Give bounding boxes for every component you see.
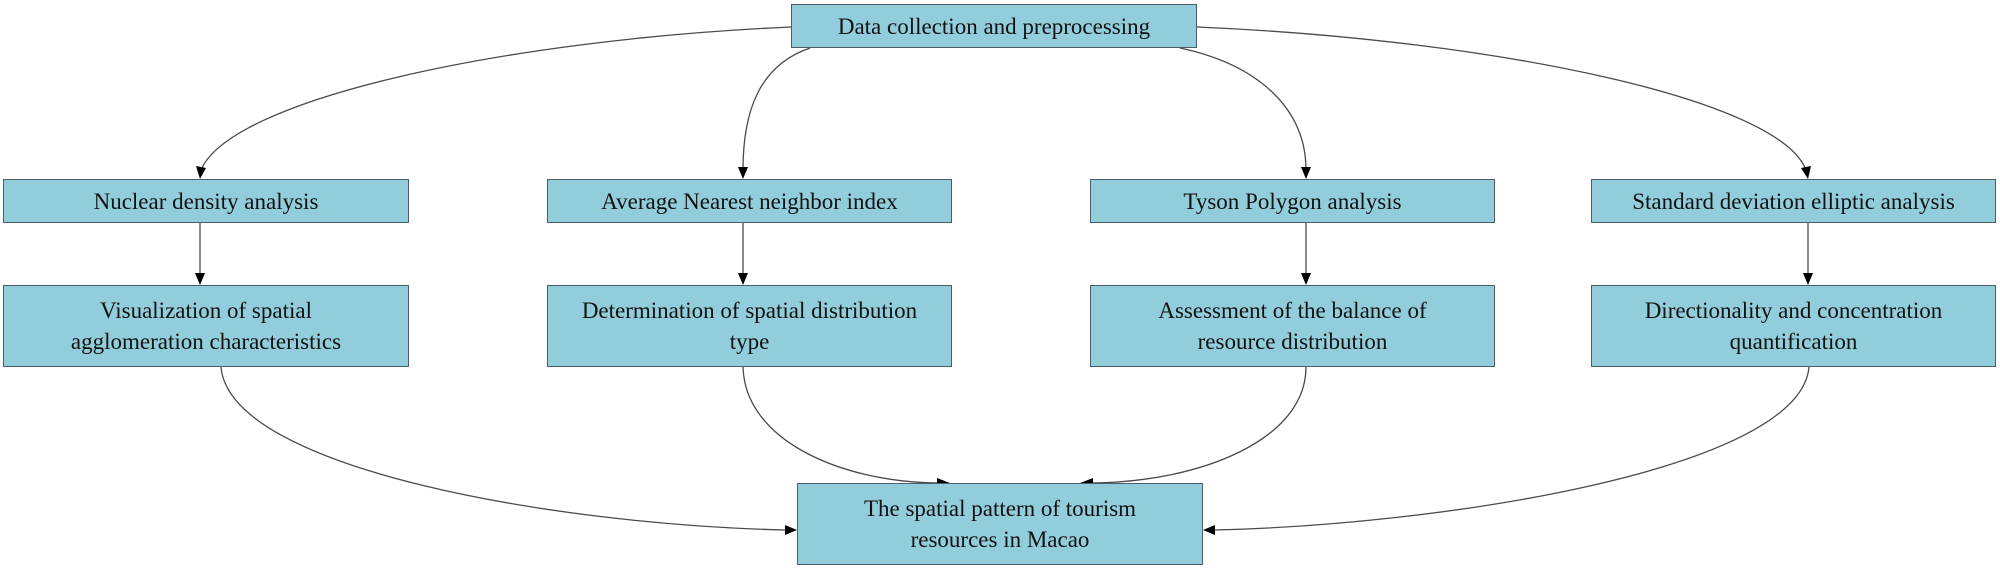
- node-std-ellipse: Standard deviation elliptic analysis: [1591, 179, 1996, 223]
- edge-data-collection-to-nuclear-density: [200, 26, 792, 171]
- node-label: Standard deviation elliptic analysis: [1632, 188, 1955, 214]
- node-label: The spatial pattern of tourism resources…: [863, 496, 1137, 552]
- node-distribution-type: Determination of spatial distribution ty…: [547, 285, 952, 367]
- edge-balance-to-spatial-pattern: [1091, 366, 1307, 484]
- node-directionality: Directionality and concentration quantif…: [1591, 285, 1996, 367]
- arrowhead-icon: [1803, 273, 1813, 285]
- edge-data-collection-to-std-ellipse: [1196, 26, 1807, 171]
- node-nuclear-density: Nuclear density analysis: [3, 179, 409, 223]
- node-visualization: Visualization of spatial agglomeration c…: [3, 285, 409, 367]
- arrowhead-icon: [196, 166, 206, 179]
- edge-data-collection-to-tyson-polygon: [1179, 47, 1307, 171]
- node-label: Data collection and preprocessing: [837, 13, 1151, 39]
- node-label: Determination of spatial distribution ty…: [581, 298, 918, 354]
- node-label: Visualization of spatial agglomeration c…: [70, 298, 342, 354]
- node-label: Nuclear density analysis: [93, 188, 319, 214]
- node-label: Directionality and concentration quantif…: [1644, 298, 1943, 354]
- node-balance: Assessment of the balance of resource di…: [1090, 285, 1495, 367]
- arrowhead-icon: [195, 273, 205, 285]
- arrowhead-icon: [1301, 167, 1311, 179]
- node-data-collection: Data collection and preprocessing: [791, 4, 1197, 48]
- node-label: Tyson Polygon analysis: [1183, 188, 1402, 214]
- node-label: Assessment of the balance of resource di…: [1158, 298, 1427, 354]
- arrowhead-icon: [1301, 273, 1311, 285]
- node-nearest-neighbor: Average Nearest neighbor index: [547, 179, 952, 223]
- arrowhead-icon: [1203, 525, 1215, 535]
- arrowhead-icon: [785, 525, 797, 535]
- arrowhead-icon: [738, 167, 748, 179]
- edge-visualization-to-spatial-pattern: [220, 366, 787, 531]
- node-tyson-polygon: Tyson Polygon analysis: [1090, 179, 1495, 223]
- arrowhead-icon: [1801, 166, 1811, 179]
- node-label: Average Nearest neighbor index: [601, 188, 898, 214]
- edge-distribution-type-to-spatial-pattern: [742, 366, 939, 484]
- edge-data-collection-to-nearest-neighbor: [742, 47, 811, 171]
- node-spatial-pattern: The spatial pattern of tourism resources…: [797, 483, 1203, 565]
- edge-directionality-to-spatial-pattern: [1213, 366, 1810, 531]
- arrowhead-icon: [738, 273, 748, 285]
